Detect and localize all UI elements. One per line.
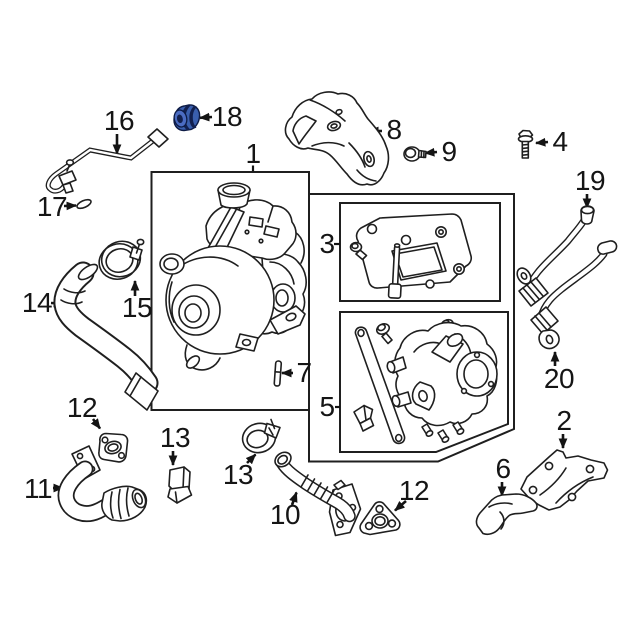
part-13a-clamp-drawing[interactable] (167, 466, 193, 504)
callout-2[interactable]: 2 (556, 405, 572, 436)
part-9-bolt-drawing[interactable] (403, 146, 427, 162)
part-14-hose-drawing[interactable] (53, 261, 159, 411)
part-12a-gasket-drawing[interactable] (98, 432, 129, 463)
part-18-highlighted-bushing-drawing[interactable] (173, 104, 201, 132)
callout-9[interactable]: 9 (441, 136, 457, 167)
callout-12-right[interactable]: 12 (398, 475, 430, 506)
callout-6[interactable]: 6 (495, 453, 511, 484)
part-4-bolt-drawing[interactable] (517, 129, 534, 159)
callout-4[interactable]: 4 (552, 126, 568, 157)
callout-19[interactable]: 19 (574, 165, 606, 196)
callout-10[interactable]: 10 (269, 499, 301, 530)
part-2-plate-drawing[interactable] (520, 449, 609, 511)
part-10-pipe-drawing[interactable] (272, 449, 362, 537)
part-19-tube-drawing[interactable] (514, 205, 595, 307)
part-20-tube-drawing[interactable] (530, 240, 618, 350)
callout-13-left[interactable]: 13 (159, 422, 191, 453)
part-5-egr-assembly-drawing[interactable] (353, 318, 498, 445)
callout-5[interactable]: 5 (319, 391, 335, 422)
part-17-seal-drawing[interactable] (76, 198, 92, 210)
callout-3[interactable]: 3 (319, 228, 335, 259)
callout-1[interactable]: 1 (245, 138, 261, 169)
part-16-tube-drawing[interactable] (45, 128, 169, 194)
part-12b-gasket-drawing[interactable] (359, 501, 401, 536)
callout-8[interactable]: 8 (386, 114, 402, 145)
callout-15[interactable]: 15 (121, 292, 153, 323)
callout-16[interactable]: 16 (103, 105, 135, 136)
callout-20[interactable]: 20 (543, 363, 575, 394)
callout-18[interactable]: 18 (211, 101, 243, 132)
part-8-heat-shield-drawing[interactable] (284, 91, 390, 186)
part-3-frame (339, 202, 501, 302)
part-7-stud-drawing[interactable] (273, 360, 283, 387)
part-3-gasket-kit-drawing[interactable] (349, 213, 473, 299)
callout-14[interactable]: 14 (21, 287, 53, 318)
group-frame-outer (308, 193, 515, 463)
part-15-clamp-drawing[interactable] (95, 236, 145, 284)
part-13b-clamp-drawing[interactable] (239, 418, 281, 457)
part-5-frame (339, 311, 509, 453)
callout-13-right[interactable]: 13 (222, 459, 254, 490)
callout-11[interactable]: 11 (23, 473, 53, 504)
part-11-pipe-drawing[interactable] (57, 445, 148, 523)
callout-7[interactable]: 7 (296, 357, 312, 388)
part-1-turbocharger-drawing[interactable] (159, 182, 307, 371)
callout-17[interactable]: 17 (36, 191, 68, 222)
callout-12-left[interactable]: 12 (66, 392, 98, 423)
part-6-shield-drawing[interactable] (475, 493, 538, 536)
